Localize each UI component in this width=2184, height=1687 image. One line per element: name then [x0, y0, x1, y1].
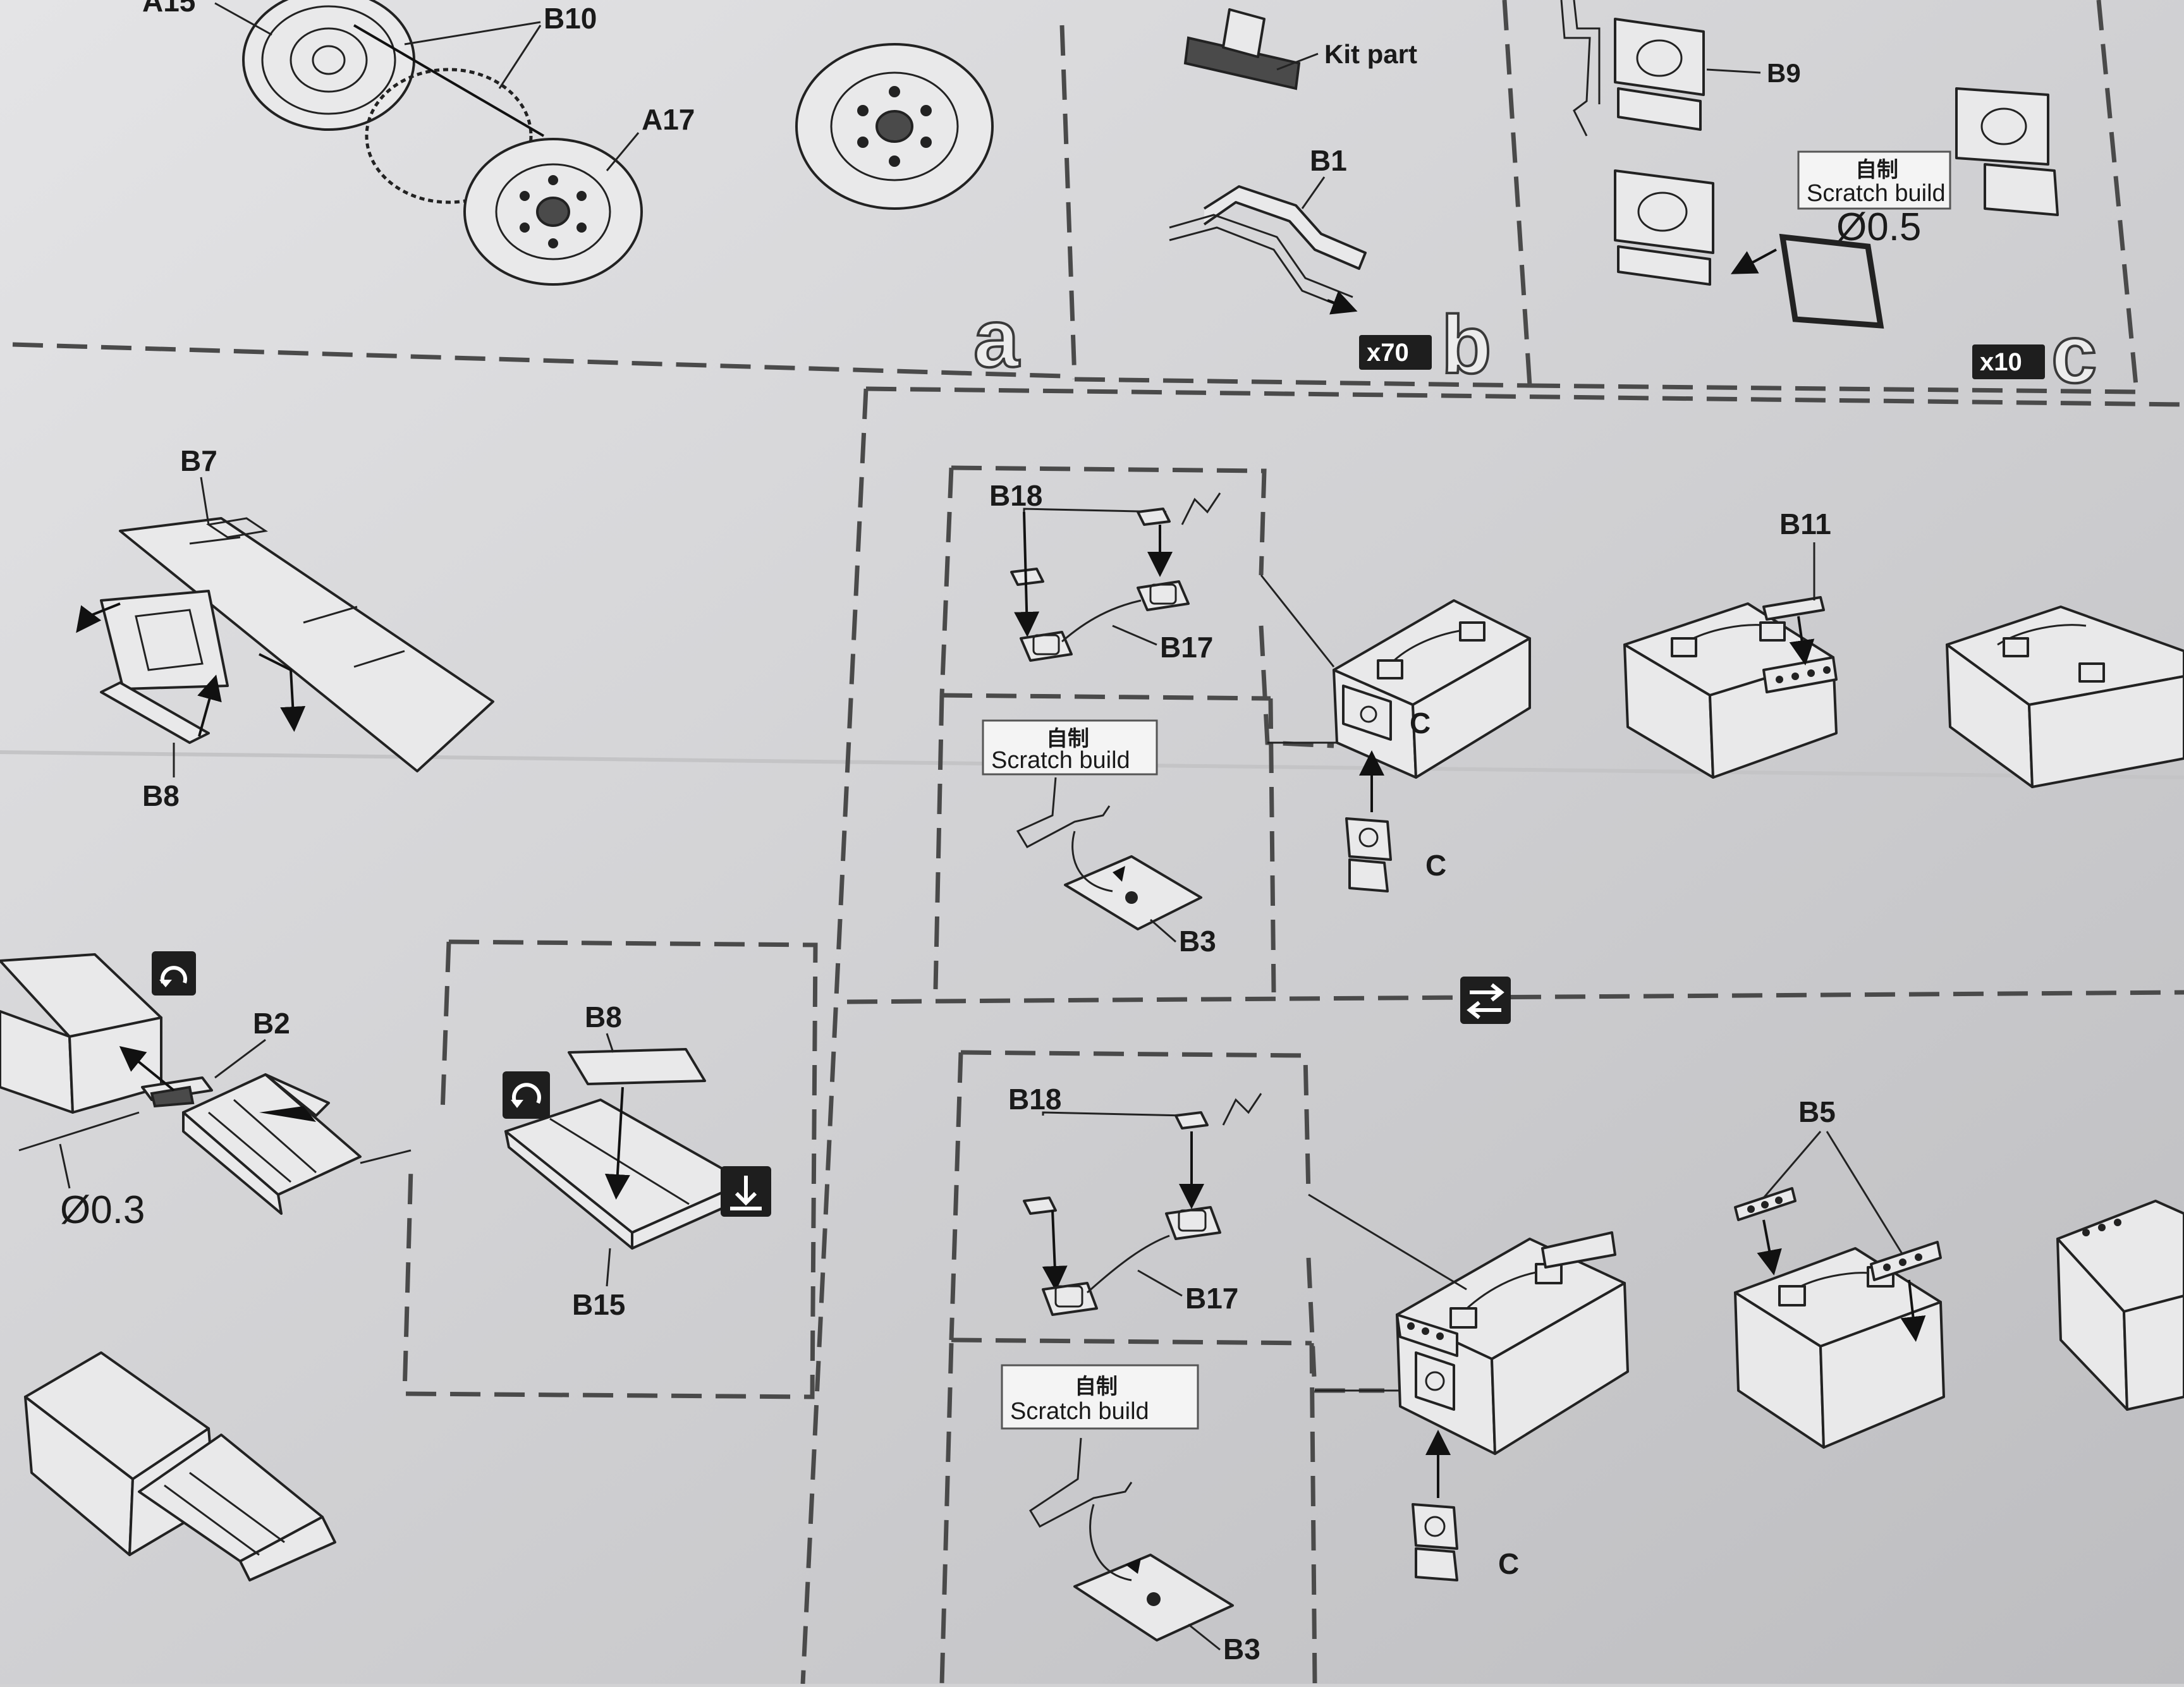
- label-b5: B5: [1798, 1095, 1836, 1128]
- ammo-box-b11: B11: [1623, 508, 1838, 779]
- step-c: B9 自制 Scratch build Ø0.5 x10 c: [1560, 0, 2098, 401]
- panel-borders: [12, 0, 2184, 1684]
- label-b3-lower: B3: [1223, 1633, 1260, 1666]
- label-b2: B2: [253, 1007, 290, 1040]
- label-b10: B10: [544, 2, 597, 35]
- b3-scratch-lower: 自制 Scratch build B3: [1001, 1364, 1260, 1666]
- scratch-build-cn-c: 自制: [1855, 158, 1898, 182]
- ammo-box-partial-upper: [1946, 606, 2184, 788]
- label-c-box-upper: C: [1410, 707, 1431, 740]
- step-a-letter: a: [973, 292, 1020, 384]
- b2-tray: B2 Ø0.3: [0, 951, 412, 1581]
- label-kit-part: Kit part: [1324, 39, 1417, 69]
- label-a15: A15: [142, 0, 195, 18]
- b8-b15-assembly: B8 B15: [503, 1001, 771, 1321]
- swap-arrows-icon: [1460, 977, 1511, 1024]
- label-b11: B11: [1779, 508, 1831, 540]
- label-c-part-lower: C: [1498, 1547, 1519, 1580]
- qty-c: x10: [1980, 348, 2022, 376]
- ammo-box-upper: C C: [1260, 575, 1531, 892]
- scratch-build-en-c: Scratch build: [1807, 180, 1946, 207]
- b3-scratch-upper: 自制 Scratch build B3: [982, 719, 1216, 958]
- step-b-letter: b: [1441, 298, 1491, 391]
- scratch-build-box-upper: [982, 719, 1158, 776]
- scratch-build-en-lower: Scratch build: [1010, 1398, 1149, 1425]
- qty-b: x70: [1367, 339, 1409, 367]
- label-b1: B1: [1310, 144, 1347, 177]
- label-b18-upper: B18: [989, 479, 1042, 512]
- label-b17-upper: B17: [1160, 631, 1213, 664]
- dim-03: Ø0.3: [60, 1188, 145, 1232]
- qty-badge-b: [1359, 335, 1432, 370]
- step-a-wheels: A15 B10 A17 a: [142, 0, 1022, 386]
- label-b15: B15: [572, 1288, 625, 1321]
- scratch-build-cn-upper: 自制: [1046, 727, 1089, 751]
- step-b: Kit part B1 x70 b: [1169, 8, 1492, 392]
- label-b8-mid: B8: [585, 1001, 622, 1033]
- label-b7: B7: [180, 444, 217, 477]
- b18-b17-detail-lower: B18 B17: [1008, 1083, 1262, 1316]
- rotate-icon: [152, 951, 196, 996]
- scratch-build-en-upper: Scratch build: [991, 747, 1130, 774]
- label-b9: B9: [1767, 58, 1801, 88]
- ammo-box-lower: C: [1308, 1193, 1629, 1581]
- step-c-letter: c: [2051, 308, 2097, 400]
- label-b3-upper: B3: [1179, 925, 1216, 958]
- label-b17-lower: B17: [1185, 1282, 1238, 1315]
- label-c-part-upper: C: [1425, 849, 1446, 882]
- rotate-icon-mid: [503, 1071, 550, 1119]
- label-b8-left: B8: [142, 779, 180, 812]
- b18-b17-detail-upper: B18 B17: [989, 479, 1221, 664]
- scratch-build-box-c: [1797, 150, 1951, 210]
- ammo-box-partial-lower: [2056, 1200, 2184, 1411]
- qty-badge-c: [1972, 344, 2045, 379]
- scratch-build-cn-lower: 自制: [1075, 1375, 1118, 1399]
- scratch-build-box-lower: [1001, 1364, 1199, 1430]
- label-b18-lower: B18: [1008, 1083, 1061, 1116]
- label-a17: A17: [642, 103, 695, 136]
- b7-b8-plate: B7 B8: [76, 444, 494, 812]
- ammo-box-b5: B5: [1734, 1095, 1945, 1449]
